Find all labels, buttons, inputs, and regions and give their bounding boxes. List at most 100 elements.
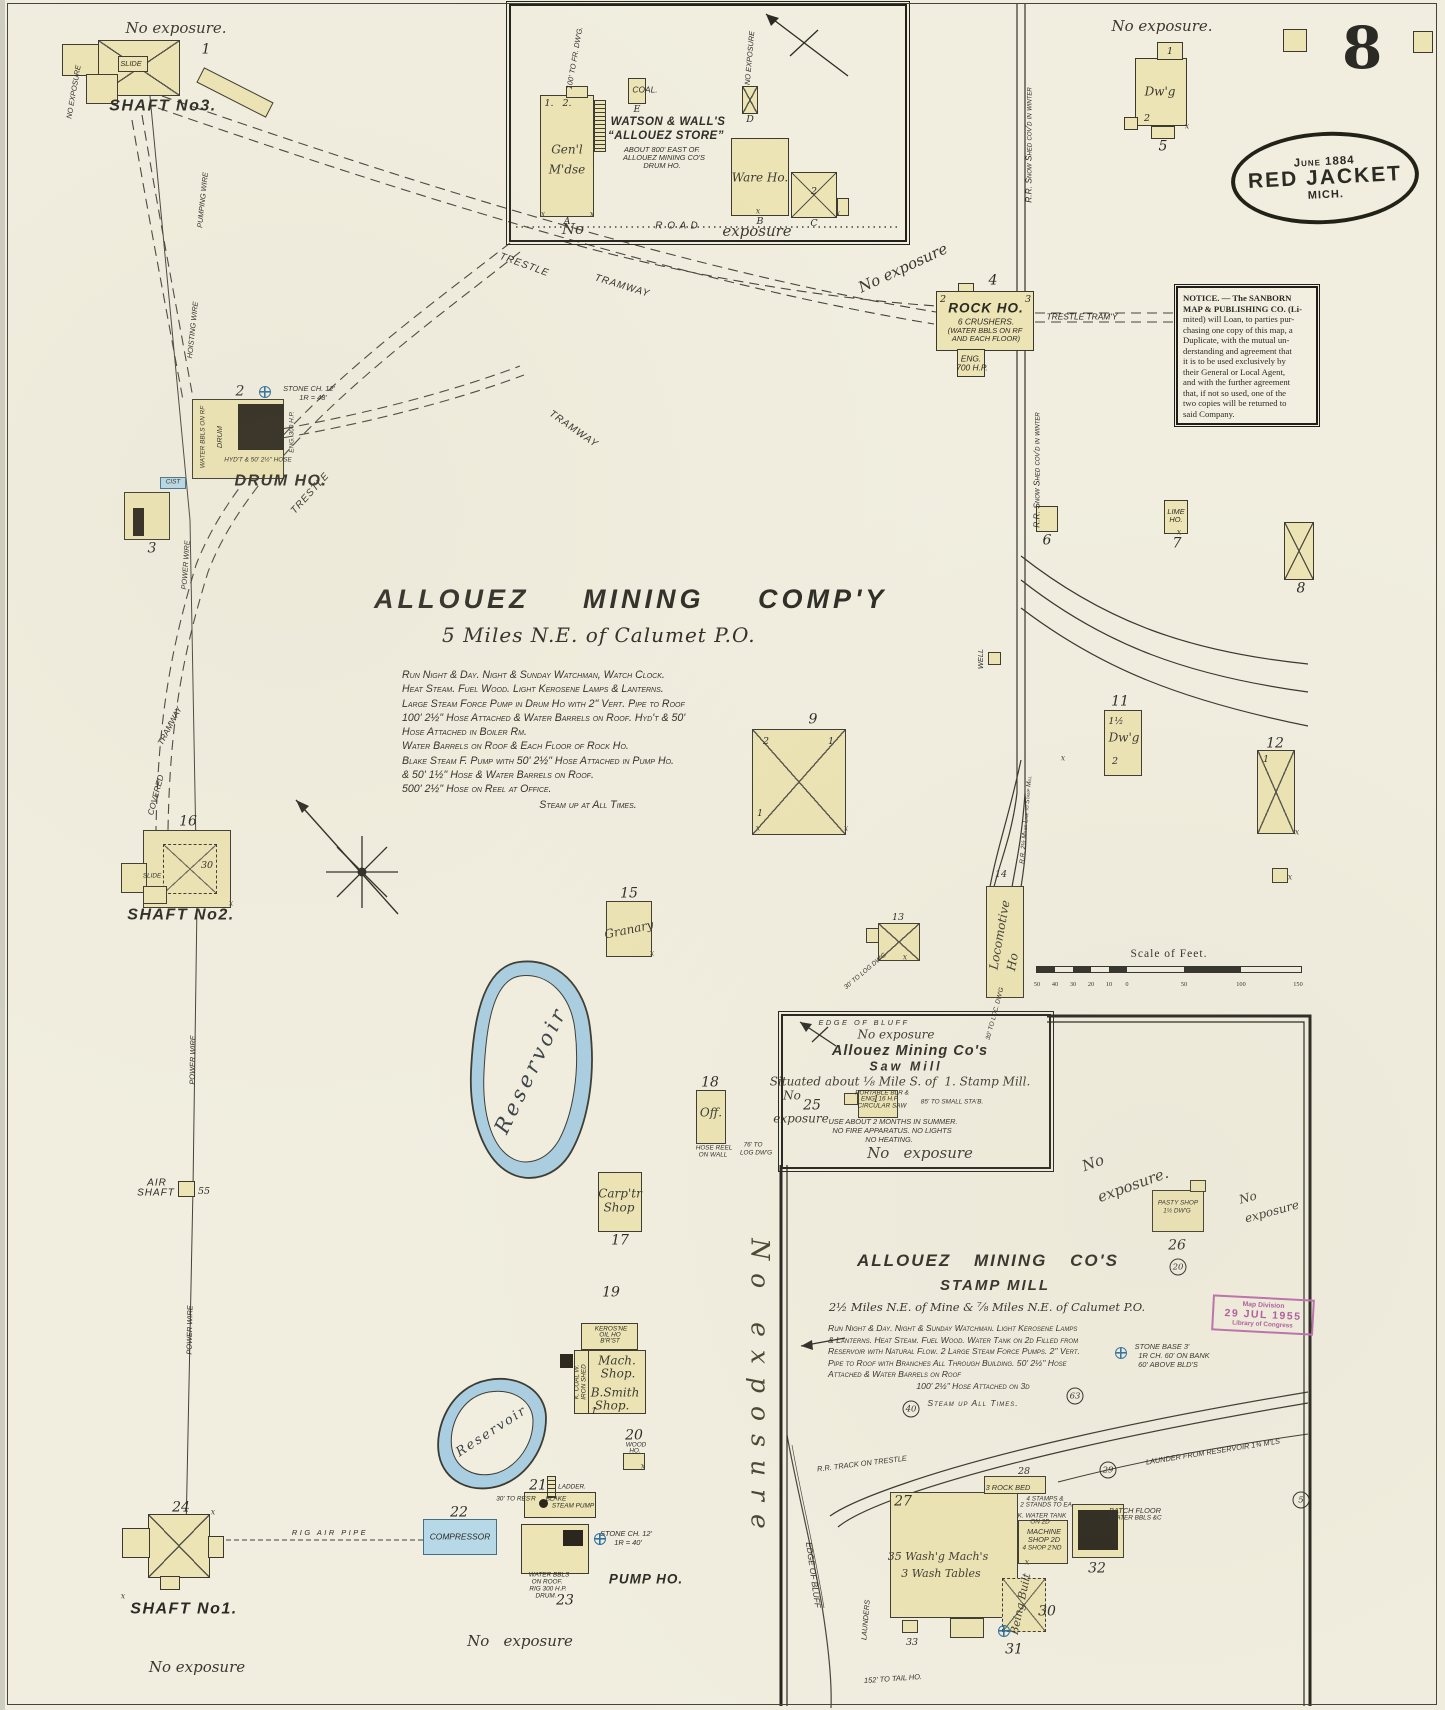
building (752, 729, 846, 835)
label-x: x (835, 208, 841, 218)
label-19: 19 (602, 1284, 620, 1301)
notice-line: their General or Local Agent, (1183, 366, 1286, 377)
label-1: 1 (827, 735, 835, 747)
label-x: x (843, 823, 849, 833)
scale-tick: 20 (1087, 981, 1095, 988)
label-no-exposure: No exposure (467, 1631, 573, 1650)
label-rock-ho: ROCK HO. (948, 300, 1024, 316)
building (628, 78, 646, 104)
label-4-shop-2-nd: 4 SHOP 2'ND (1022, 1544, 1062, 1552)
label-shop: Shop. (600, 1366, 636, 1381)
label-hose-reel: HOSE REEL (695, 1144, 733, 1152)
label-5: 5 (1158, 138, 1168, 155)
building (540, 95, 594, 217)
building (547, 1476, 556, 1498)
building (148, 1514, 210, 1578)
label-eng-300-h-p: ENG. 300 H.P. (288, 411, 296, 453)
label-r-r-snow-shed-cov-d-in-winter: R.R. Snow Shed cov'd in winter (1031, 412, 1042, 528)
label-hyd-t-50-2-hose: HYD'T & 50' 2½" HOSE (224, 456, 292, 464)
sawmill-inset-box (778, 1011, 1054, 1172)
label-cist: CIST (165, 478, 181, 486)
building (1002, 1578, 1046, 1632)
circled-number: 20 (1169, 1258, 1187, 1276)
label-1: 1 (590, 1405, 598, 1417)
main-desc-line: 500' 2½" Hose on Reel at Office. (402, 783, 552, 796)
label-water-bbls-c: WATER BBLS &C (1110, 1514, 1162, 1522)
label-eng-16-h-p: ENG. 16 H.P. (861, 1095, 899, 1103)
building (563, 1530, 583, 1546)
label-circular-saw: CIRCULAR SAW (857, 1102, 907, 1110)
circled-number: 40 (902, 1400, 920, 1418)
label-slide: SLIDE (142, 872, 162, 880)
label-x: x (589, 209, 595, 219)
label-wood: WOOD (625, 1441, 647, 1449)
building (1190, 1180, 1206, 1192)
label-2-stands-to-ea: 2 STANDS TO EA. (1020, 1501, 1074, 1509)
label-edge-of-bluff: EDGE OF BLUFF (818, 1018, 910, 1028)
label-9: 9 (808, 711, 818, 728)
label-6: 6 (1042, 532, 1052, 549)
sawmill-subtitle: Saw Mill (869, 1059, 943, 1074)
covered-tramway (155, 242, 511, 831)
label-x: x (228, 898, 234, 908)
building (1164, 500, 1188, 534)
main-desc-line: 100' 2½" Hose Attached & Water Barrels o… (402, 711, 686, 724)
label-x: x (755, 823, 761, 833)
building (124, 492, 170, 540)
label-keros-ne: KEROS'NE (594, 1325, 628, 1333)
label-no-fire-apparatus-no-lights: NO FIRE APPARATUS. NO LIGHTS (832, 1126, 952, 1136)
compass-rose (295, 799, 399, 915)
label-water-bbls-on-rf: WATER BBLS ON RF (199, 405, 207, 469)
label-2: 2 (762, 735, 770, 747)
building (696, 1090, 726, 1144)
stamp-enclosure-border (1047, 1014, 1312, 1706)
main-desc-line: Blake Steam F. Pump with 50' 2½" Hose At… (402, 754, 674, 767)
label-trestle-tram-y: TRESTLE TRAM'Y (1046, 311, 1118, 322)
building (866, 928, 879, 943)
label-1: 1. (544, 97, 554, 109)
building (121, 863, 147, 893)
label-lime: LIME (1167, 507, 1185, 517)
stamp-mill-track (829, 1391, 1309, 1517)
label-35-wash-g-mach-s: 35 Wash'g Mach's (887, 1550, 989, 1564)
scale-tick: 50 (1033, 981, 1041, 988)
label-28: 28 (1017, 1465, 1031, 1477)
building (160, 1576, 180, 1590)
label-pump-ho: PUMP HO. (608, 1571, 684, 1587)
building (86, 74, 118, 104)
hydrant-icon (594, 1533, 606, 1545)
label-2: 2 (1111, 755, 1119, 767)
scale-tick: 10 (1105, 981, 1113, 988)
label-coal: COAL. (632, 84, 658, 95)
sm-desc-line: & Lanterns. Heat Steam. Fuel Wood. Water… (828, 1334, 1079, 1345)
label-r-r-snow-shed-cov-d-in-winter: R.R. Snow Shed cov'd in winter (1023, 87, 1034, 203)
building (791, 172, 837, 218)
label-85-to-small-sta-b: 85' TO SMALL STA'B. (920, 1098, 984, 1106)
label-x: x (755, 206, 761, 216)
label-2: 2 (810, 185, 818, 197)
building (890, 1492, 1018, 1618)
label-log-dw-g: LOG DW'G (739, 1149, 773, 1157)
label-no-exposure: No exposure (857, 1027, 935, 1042)
label-well: WELL (976, 648, 986, 670)
label-oil-ho: OIL HO (599, 1331, 621, 1339)
scale-tick: 40 (1051, 981, 1059, 988)
label-shaft-no2: SHAFT No2. (127, 906, 235, 924)
scale-segment (1037, 967, 1055, 972)
building (958, 283, 974, 292)
sm-desc-line: Steam up All Times. (927, 1397, 1019, 1408)
main-desc-line: Hose Attached in Boiler Rm. (402, 726, 527, 739)
label-x: x (1024, 1557, 1030, 1567)
label-3-rock-bed: 3 ROCK BED (985, 1483, 1031, 1493)
label-drum: DRUM. (535, 1592, 557, 1600)
label-compressor: COMPRESSOR (429, 1531, 491, 1542)
label-3: 3 (1024, 293, 1032, 305)
label-x: x (1294, 827, 1300, 837)
building (1135, 58, 1187, 126)
notice-line: two copies will be returned to (1183, 398, 1287, 408)
reservoir-lower (437, 1378, 547, 1490)
label-1: 1 (1166, 45, 1174, 57)
label-3: 3 (147, 540, 157, 557)
label-b: B (756, 215, 764, 227)
